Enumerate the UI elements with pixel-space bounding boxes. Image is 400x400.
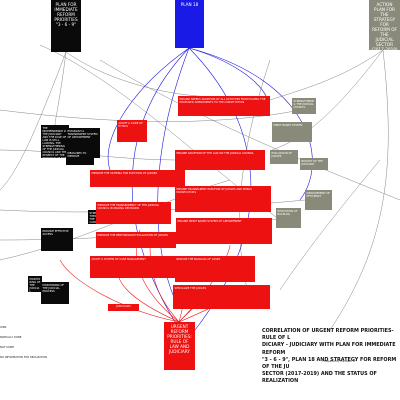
red-node-2[interactable]: ADOPT A CODE OF ETHICS [117, 120, 147, 142]
black-node-5[interactable]: PROVIDE EFFECTIVE ACCESS [41, 228, 73, 251]
blue-link-5 [188, 47, 269, 101]
gray-link-2 [65, 51, 231, 98]
header-judiciary[interactable]: JUDICIARY [108, 304, 139, 311]
gray-link-14 [279, 159, 381, 291]
gray-link-4 [269, 49, 384, 101]
credit-text: / Prepared by the team of [322, 360, 356, 363]
red-link-3 [149, 244, 180, 323]
black-node-6[interactable]: MONITORING OF THE JUDICIAL PROCESS [41, 282, 69, 304]
black-node-3[interactable]: MEASURES TO IMPROVE [66, 150, 94, 165]
red-node-8[interactable]: IMPROVE THE PERFORMANCE EVALUATION OF JU… [96, 232, 176, 248]
gray-link-5 [271, 49, 384, 151]
legend-item-2: PARTIALLY DONE [0, 336, 22, 339]
red-node-11[interactable]: SPECIALIZE THE JUDGES [173, 285, 270, 309]
gray-node-4[interactable]: BUDGET OF THE JUDICIARY [300, 158, 328, 170]
header-action-plan-strategy[interactable]: ACTION PLAN FOR THE STRATEGY FOR REFORM … [369, 0, 400, 50]
header-plan-18[interactable]: PLAN 18 [175, 0, 204, 48]
diagram-title: CORRELATION OF URGENT REFORM PRIORITIES-… [262, 328, 400, 386]
red-link-1 [59, 259, 180, 323]
blue-link-4 [107, 47, 190, 171]
red-node-9[interactable]: ADOPT A SYSTEM OF CASE MANAGEMENT [90, 256, 175, 278]
gray-node-1[interactable]: STRENGTHENING THE JUDICIAL COUNCIL [292, 98, 316, 114]
header-plan-priorities[interactable]: PLAN FOR IMMEDIATE REFORM PRIORITIES "3 … [51, 0, 81, 52]
red-node-6[interactable]: IMPROVE THE TRANSPARENCY OF THE JUDICIAL… [96, 202, 171, 224]
red-node-7[interactable]: ENSURE MERIT BASED SYSTEM OF APPOINTMENT [176, 218, 272, 244]
title-line-2: DICIARY - JUDICIARY WITH PLAN FOR IMMEDI… [262, 342, 396, 356]
gray-node-2[interactable]: MERIT BASED SYSTEM [272, 122, 312, 142]
legend-item-1: IONS [0, 326, 7, 329]
red-node-3[interactable]: ENSURE ADOPTION OF THE LAW ON THE JUDICI… [175, 150, 265, 170]
legend-item-4: NO INFORMATION FOR REALIZATION [0, 356, 48, 359]
header-urgent-priorities[interactable]: URGENT REFORM PRIORITIES: RULE OF LAW AN… [164, 322, 195, 370]
black-node-1[interactable]: THE INDEPENDENCE OF THE JUDICIARY AND TH… [41, 125, 69, 158]
red-node-5[interactable]: ENSURE TRANSPARENT ELECTION OF JUDGES AN… [175, 186, 271, 212]
red-node-10[interactable]: REDUCE THE BACKLOG OF CASES [175, 256, 255, 282]
title-line-3: "3 - 6 - 9", PLAN 18 AND STRATEGY FOR RE… [262, 356, 397, 371]
title-line-4: SECTOR (2017-2019) AND THE STATUS OF REA… [262, 371, 377, 385]
red-node-4[interactable]: IMPROVE THE CRITERIA FOR ELECTION OF JUD… [90, 170, 185, 187]
gray-link-11 [99, 59, 400, 201]
gray-node-6[interactable]: REDUCTION OF BACKLOG [276, 208, 301, 228]
gray-link-3 [54, 51, 67, 126]
black-node-7[interactable]: MONITORING OF THE JUDICIAL PROCEEDINGS [28, 276, 42, 292]
gray-link-6 [329, 49, 389, 331]
red-node-1[interactable]: ENSURE SPEEDY ADOPTION OF ALL ACTIVITIES… [178, 96, 270, 116]
legend-item-3: NOT DONE [0, 346, 15, 349]
title-line-1: CORRELATION OF URGENT REFORM PRIORITIES-… [262, 328, 394, 342]
blue-link-3 [188, 47, 313, 201]
gray-link-1 [0, 51, 67, 191]
gray-node-5[interactable]: IMPROVEMENT OF EFFICIENCY [305, 190, 332, 210]
gray-node-3[interactable]: EVALUATION OF JUDGES [270, 150, 298, 164]
